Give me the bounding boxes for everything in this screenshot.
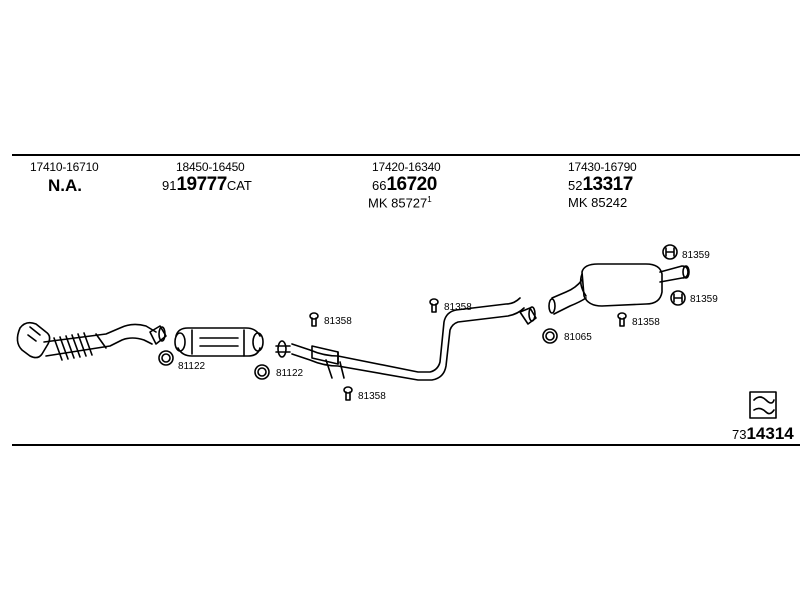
part-number-4-main: 13317: [582, 174, 633, 195]
part-number-3: 6616720: [372, 174, 437, 196]
gasket-ring-3: [542, 328, 558, 344]
part-number-2-prefix: 91: [162, 178, 177, 193]
part-number-3-main: 16720: [386, 174, 437, 195]
part-number-2-main: 19777: [176, 174, 227, 195]
oem-number-3: 17420-16340: [372, 160, 441, 174]
mk-number-3-sup: 1: [427, 195, 432, 204]
center-pipe: [275, 297, 537, 381]
part-label-hanger-2: 81359: [690, 294, 718, 305]
part-label-bolt-1: 81358: [324, 316, 352, 327]
reference-symbol-icon: [749, 391, 777, 419]
mk-number-4: MK 85242: [568, 195, 628, 210]
reference-number: 7314314: [732, 424, 794, 444]
bolt-icon-2: [343, 386, 353, 401]
reference-number-prefix: 73: [732, 427, 747, 442]
oem-number-2: 18450-16450: [176, 160, 245, 174]
top-rule: [12, 154, 800, 156]
part-label-bolt-3: 81358: [444, 302, 472, 313]
part-label-gasket-2: 81122: [276, 368, 304, 379]
rubber-hanger-icon-1: [662, 244, 678, 260]
part-label-bolt-2: 81358: [358, 391, 386, 402]
gasket-ring-1: [158, 350, 174, 366]
gasket-ring-2: [254, 364, 270, 380]
catalytic-converter: [174, 327, 264, 357]
part-label-gasket-3: 81065: [564, 332, 592, 343]
mk-number-3-text: MK 85727: [368, 195, 428, 211]
part-number-2-suffix: CAT: [226, 178, 252, 193]
bolt-icon-3: [429, 298, 439, 313]
rubber-hanger-icon-2: [670, 290, 686, 306]
reference-number-main: 14314: [746, 424, 794, 443]
rear-muffler: [548, 263, 690, 315]
oem-number-4: 17430-16790: [568, 160, 637, 174]
oem-number-1: 17410-16710: [30, 160, 99, 174]
part-number-2: 9119777CAT: [162, 174, 252, 196]
mk-number-3: MK 857271: [368, 195, 432, 210]
part-number-4-prefix: 52: [568, 178, 583, 193]
part-label-hanger-1: 81359: [682, 250, 710, 261]
part-label-bolt-4: 81358: [632, 317, 660, 328]
bottom-rule: [12, 444, 800, 446]
front-pipe: [16, 321, 167, 361]
part-number-4: 5213317: [568, 174, 633, 196]
part-number-3-prefix: 66: [372, 178, 387, 193]
bolt-icon-4: [617, 312, 627, 327]
bolt-icon-1: [309, 312, 319, 327]
part-label-gasket-1: 81122: [178, 361, 206, 372]
part-number-1: N.A.: [48, 176, 82, 195]
